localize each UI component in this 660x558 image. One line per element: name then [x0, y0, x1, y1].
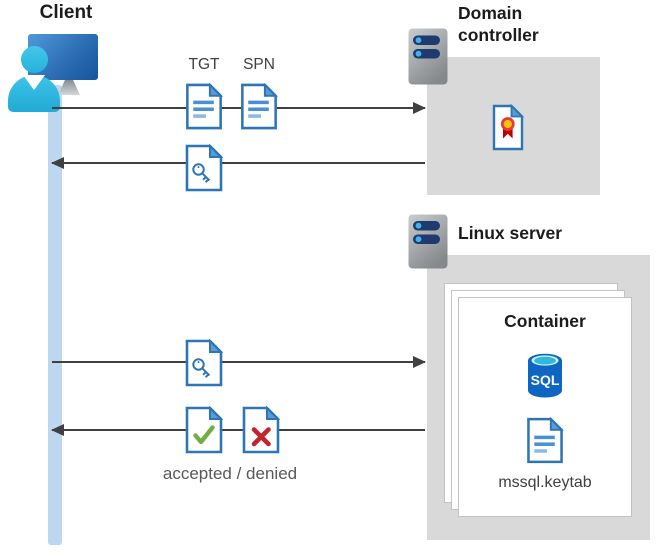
client-title: Client [39, 2, 93, 23]
keytab-label: mssql.keytab [498, 474, 592, 491]
spn-document-icon [240, 82, 279, 135]
monitor-stand-icon [58, 79, 80, 95]
arrow-dc-to-client [51, 157, 425, 169]
arrowhead-right-icon [413, 102, 426, 114]
person-icon [21, 46, 48, 73]
container-title: Container [504, 311, 586, 331]
person-body-icon [8, 75, 60, 112]
denied-document-icon [242, 405, 281, 459]
arrowhead-right-icon [413, 356, 426, 368]
key-ticket-document-icon [185, 143, 224, 197]
container-card: Container SQL mssql.keytab [458, 297, 632, 517]
spn-label: SPN [243, 56, 275, 73]
arrow-client-to-dc [52, 102, 426, 114]
sql-database-icon: SQL [526, 352, 564, 404]
accepted-document-icon [185, 405, 224, 459]
arrowhead-left-icon [51, 424, 64, 436]
domain-controller-server-icon [408, 28, 448, 90]
client-lifeline [48, 85, 62, 545]
result-caption: accepted / denied [162, 464, 298, 483]
linux-server-title: Linux server [458, 223, 563, 243]
tgt-document-icon [185, 82, 224, 135]
sql-text: SQL [531, 372, 560, 388]
key-ticket-document-icon [185, 338, 224, 392]
certificate-icon [492, 103, 525, 156]
tgt-label: TGT [188, 56, 220, 73]
domain-controller-title: Domain controller [458, 3, 539, 45]
arrow-client-to-linux [52, 356, 426, 368]
linux-server-icon [408, 214, 448, 274]
keytab-document-icon [527, 416, 564, 469]
arrow-linux-to-client [51, 424, 425, 436]
arrowhead-left-icon [51, 157, 64, 169]
